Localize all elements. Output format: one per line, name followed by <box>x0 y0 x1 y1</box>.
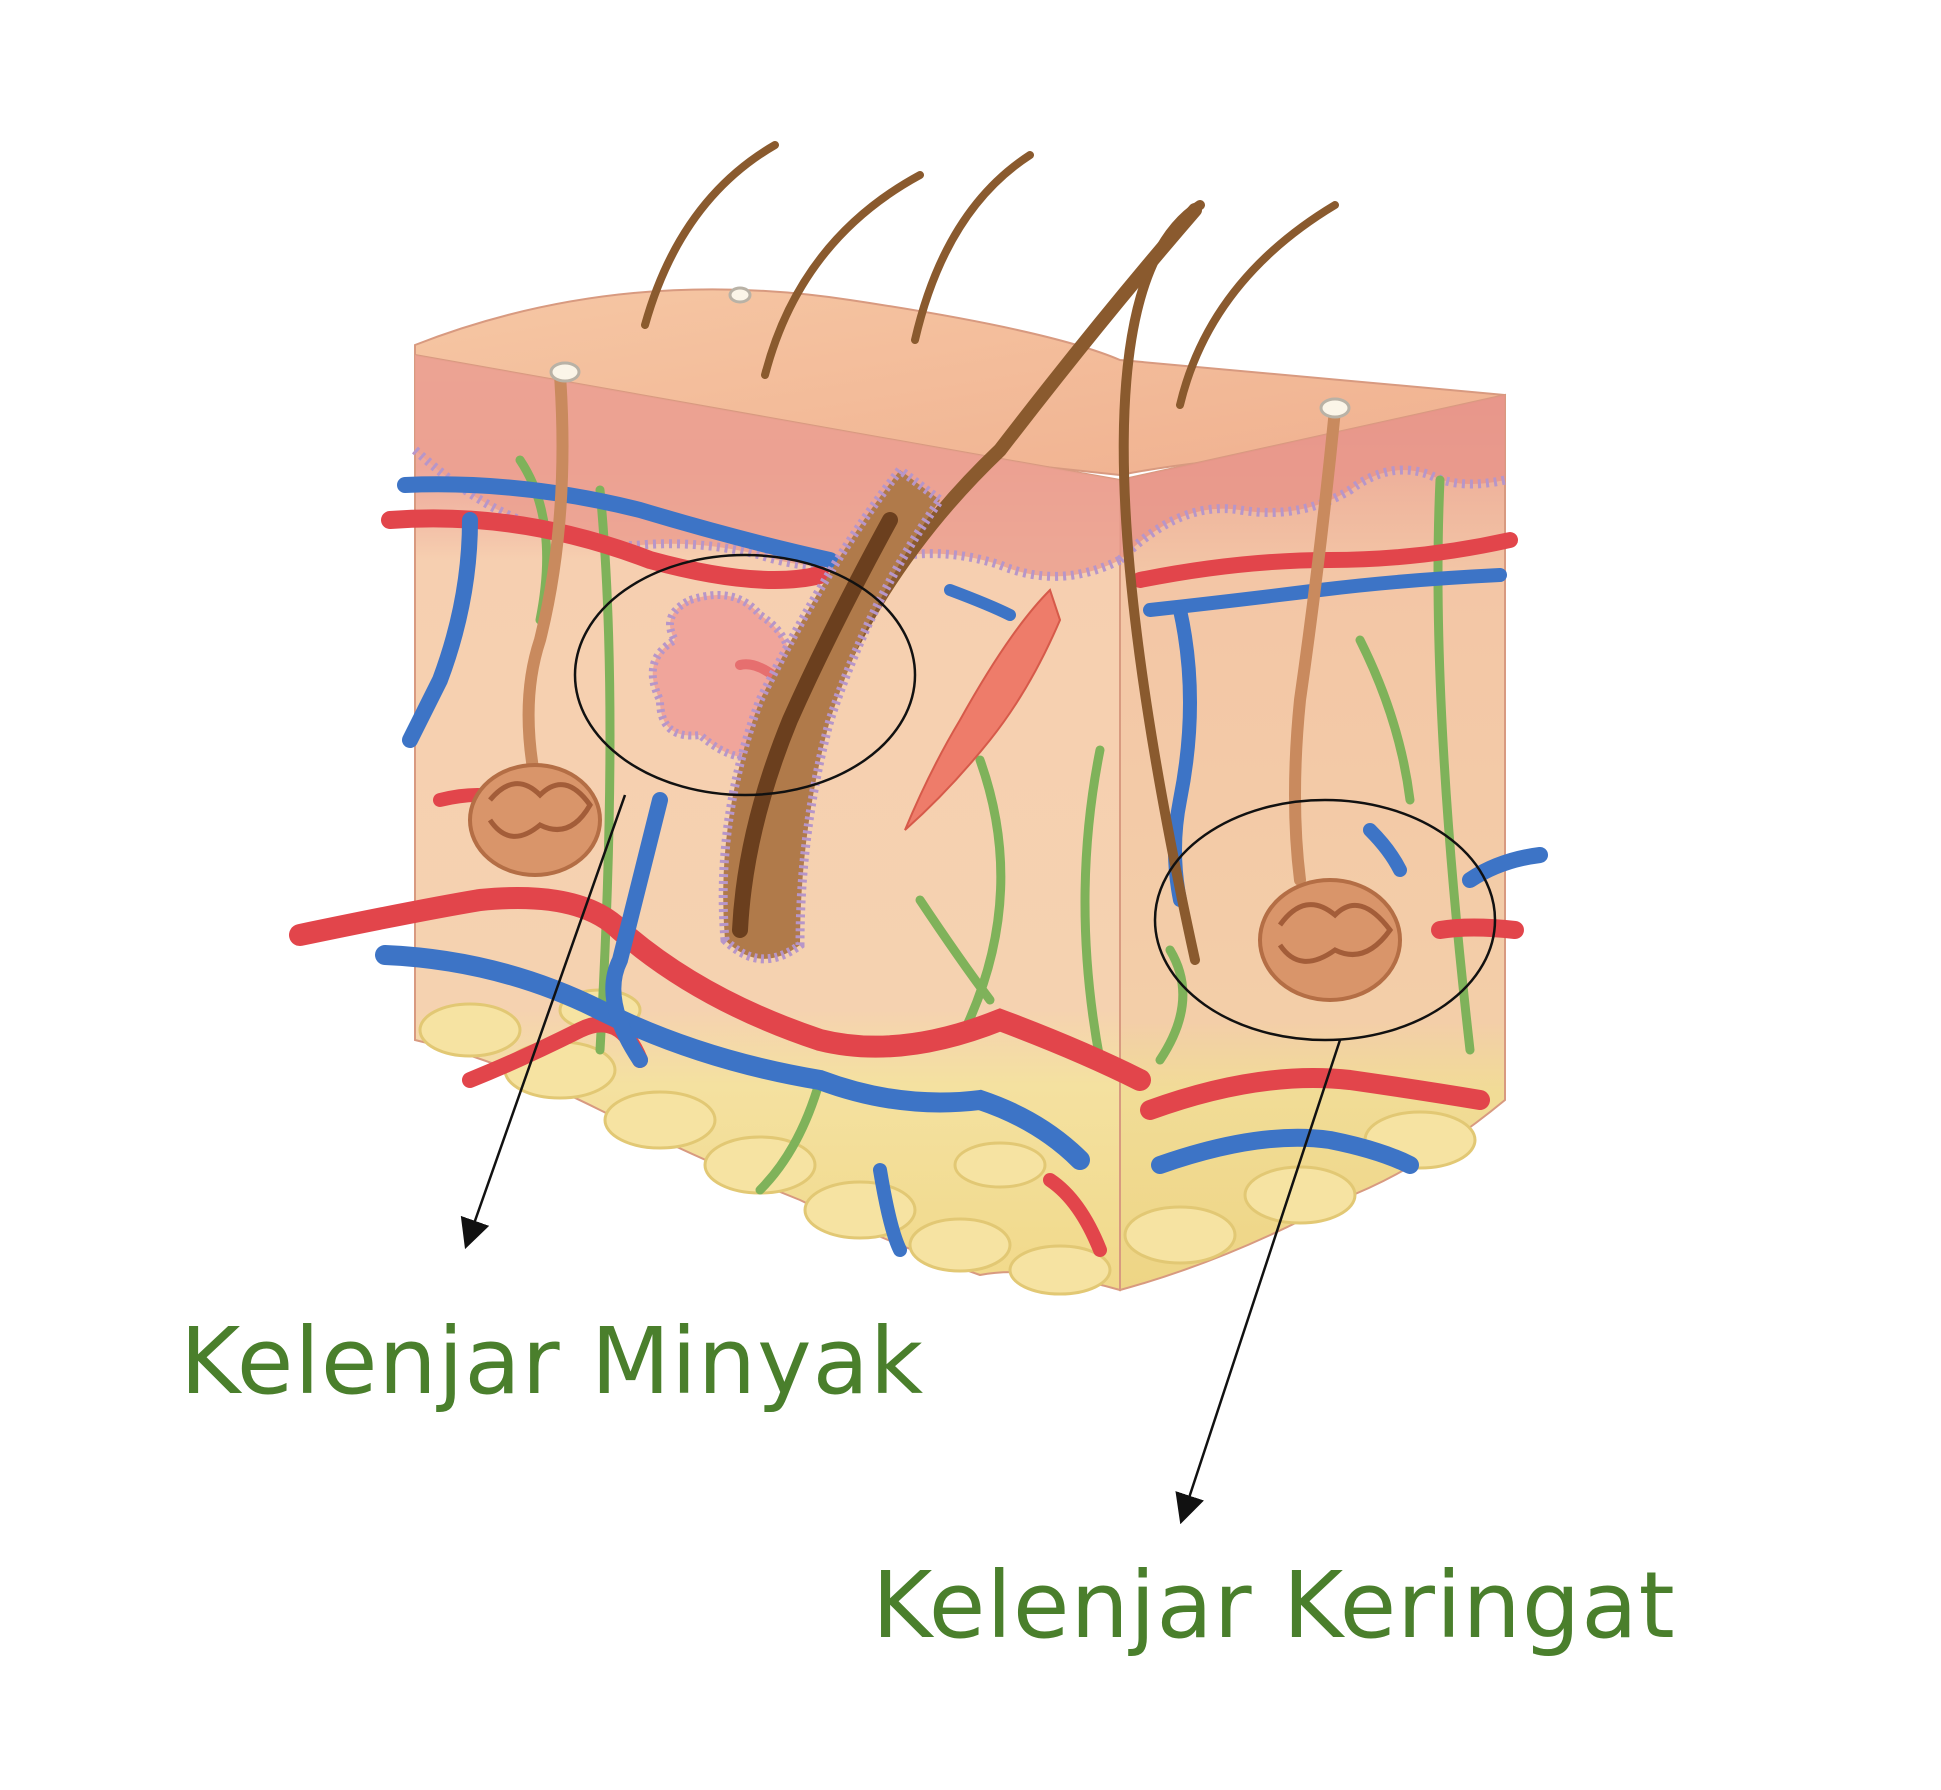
artery <box>289 887 1151 1091</box>
vein <box>873 1163 907 1257</box>
oil-gland-label: Kelenjar Minyak <box>180 1308 925 1415</box>
vein <box>1462 847 1548 888</box>
sweat-pores <box>549 286 1351 419</box>
vein <box>944 584 1016 621</box>
vein <box>397 476 838 568</box>
hair-shaft <box>761 171 924 379</box>
vein <box>605 792 668 1068</box>
oil-gland-arrow <box>460 794 627 1250</box>
sweat-gland-arrow <box>1175 1039 1342 1525</box>
sweat-gland-label: Kelenjar Keringat <box>872 1552 1676 1659</box>
hair-follicle <box>718 463 947 964</box>
hair-shaft <box>1176 201 1339 409</box>
hair-shaft <box>911 151 1034 344</box>
oil-gland-highlight-circle <box>573 553 917 797</box>
epidermis-layer <box>415 355 1120 577</box>
sweat-ducts <box>522 369 1341 886</box>
vein <box>375 945 1090 1170</box>
sweat-gland-highlight-circle <box>1153 798 1497 1042</box>
hair-root <box>732 512 898 938</box>
artery <box>1140 1068 1490 1120</box>
arrector-pili-muscle <box>904 588 1062 831</box>
hair-shaft <box>641 141 779 329</box>
sweat-gland-coils <box>468 763 1402 1002</box>
vein <box>1151 1128 1419 1174</box>
artery <box>1132 532 1518 588</box>
basement-membrane-side <box>1116 465 1506 564</box>
vein <box>402 512 478 748</box>
artery <box>1431 918 1524 939</box>
blood-vessels <box>289 476 1548 1257</box>
epidermis-side <box>1120 395 1505 560</box>
artery <box>1043 1173 1107 1257</box>
vein <box>1363 823 1407 877</box>
